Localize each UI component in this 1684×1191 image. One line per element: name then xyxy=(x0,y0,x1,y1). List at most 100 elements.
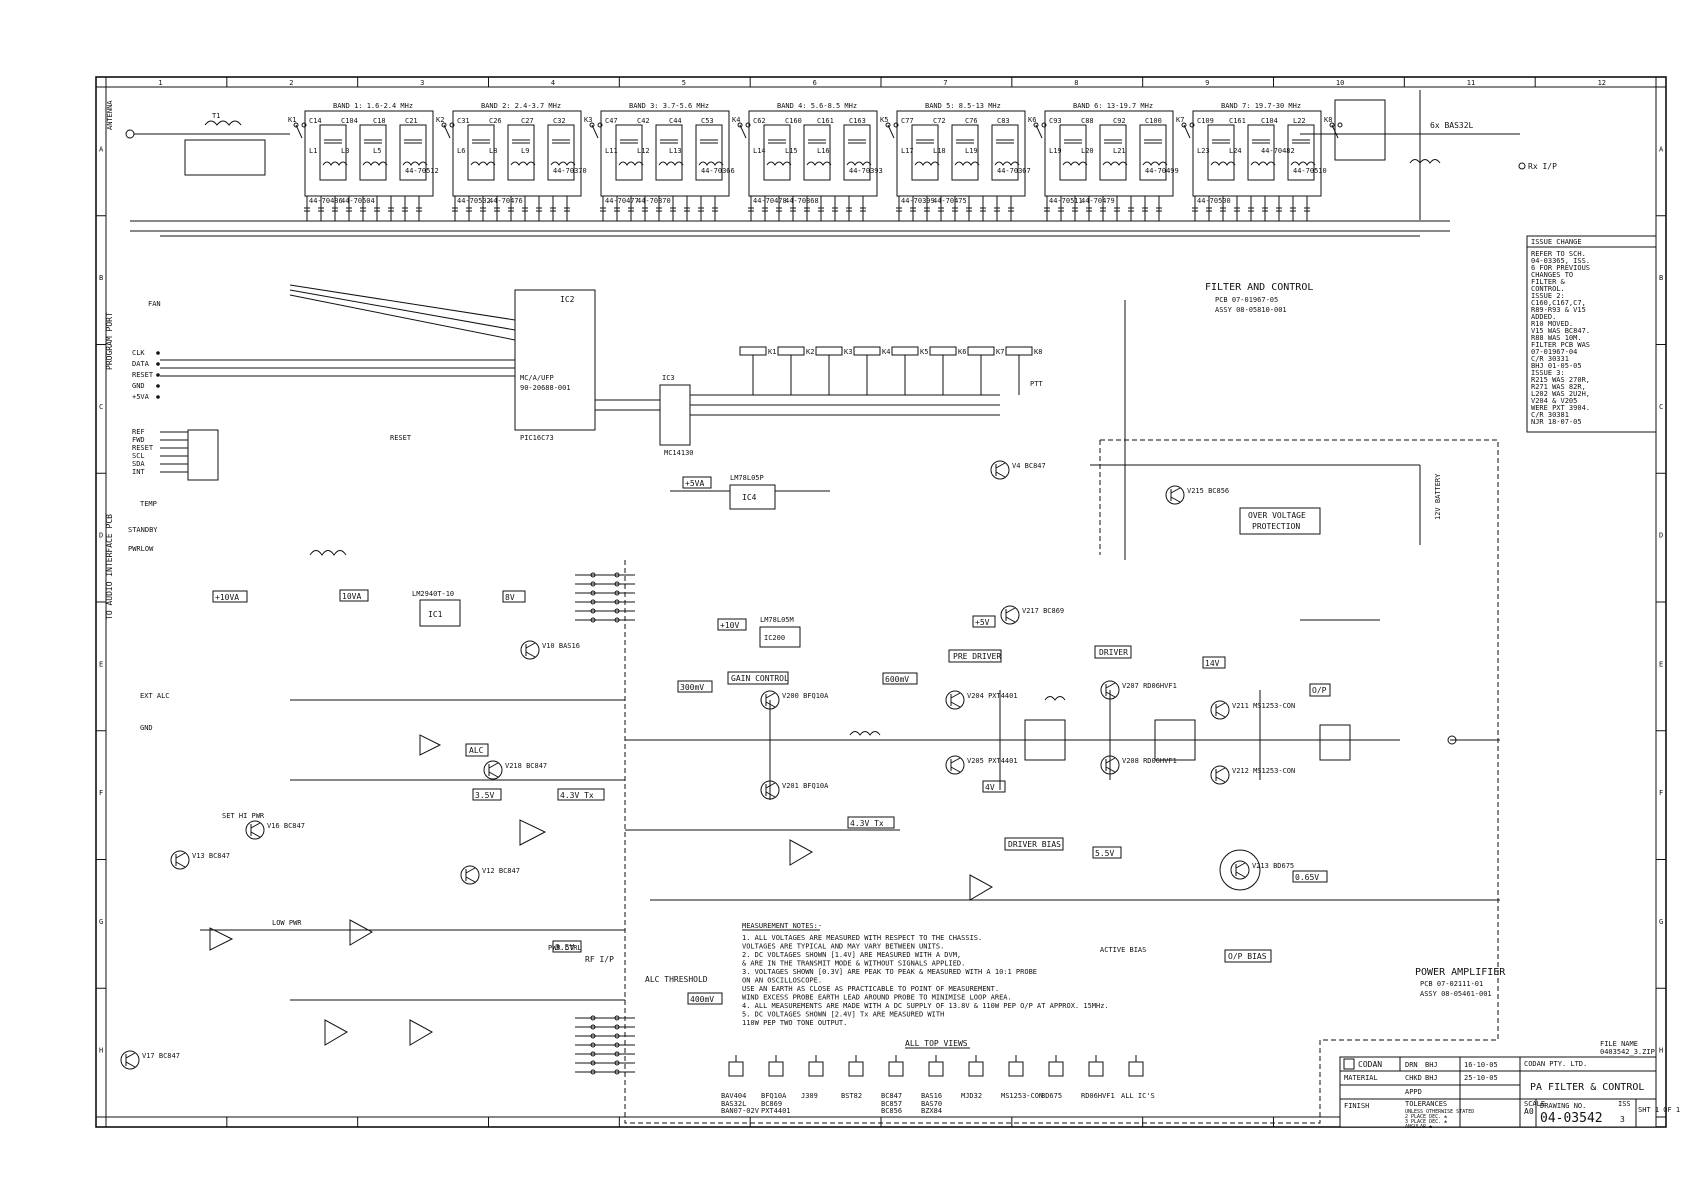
tol-line-3: ANGULAR ± xyxy=(1405,1124,1432,1130)
band-5-part-5: L18 xyxy=(933,147,946,155)
relay-K7-label: K7 xyxy=(1176,116,1184,124)
tb-iss-label: ISS xyxy=(1618,1100,1631,1108)
transistor-3: V205 PXT4401 xyxy=(945,755,1018,775)
top-view-9: RD06HVF1 xyxy=(1081,1055,1115,1100)
band-5-part-2: C76 xyxy=(965,117,978,125)
band-5-part-8: 44-70399 xyxy=(901,197,935,205)
transistor-label-5: V208 RD06HVF1 xyxy=(1122,757,1177,765)
transistor-label-14: V12 BC847 xyxy=(482,867,520,875)
issue-line-7: C160,C167,C7, xyxy=(1531,299,1586,307)
issue-line-11: V15 WAS BC847. xyxy=(1531,327,1590,335)
grid-col-5: 5 xyxy=(682,79,686,87)
relay-drive-K6: K6 xyxy=(958,348,966,356)
opamp-ic201a-icon xyxy=(969,874,994,901)
grid-row-D: D xyxy=(99,532,103,540)
ic200-label: IC200 xyxy=(764,634,785,642)
top-view-name-10: ALL IC'S xyxy=(1121,1092,1155,1100)
issue-line-15: C/R 30331 xyxy=(1531,355,1569,363)
transistor-label-1: V201 BFQ10A xyxy=(782,782,829,790)
transistor-8: V213 BD675 xyxy=(1230,860,1294,880)
voltage-12: +5VA xyxy=(685,479,704,488)
power-amplifier-boundary xyxy=(624,439,1499,1124)
issue-line-22: WERE PXT 3904. xyxy=(1531,404,1590,412)
relay-K3-label: K3 xyxy=(584,116,592,124)
top-view-sub-1-1: PXT4401 xyxy=(761,1107,791,1115)
issue-change-title: ISSUE CHANGE xyxy=(1531,238,1582,246)
transistor-4: V207 RD06HVF1 xyxy=(1100,680,1177,700)
interface-pin-4: SDA xyxy=(132,460,145,468)
band-5-part-9: 44-70475 xyxy=(933,197,967,205)
band-6-part-1: C88 xyxy=(1081,117,1094,125)
grid-col-11: 11 xyxy=(1467,79,1475,87)
standby-label: STANDBY xyxy=(128,526,158,534)
ic2-microcontroller: IC2 MC/A/UFP 90-20688-001 PIC16C73 xyxy=(289,284,660,442)
transistor-label-16: V16 BC847 xyxy=(267,822,305,830)
top-view-sub-4-0: BC857 xyxy=(881,1100,902,1108)
top-views-title: ALL TOP VIEWS xyxy=(905,1039,968,1048)
rf-ip-label: RF I/P xyxy=(585,955,614,964)
transistor-14: V12 BC847 xyxy=(460,865,520,885)
ic2-part-b: 90-20688-001 xyxy=(520,384,571,392)
transistor-label-12: V4 BC847 xyxy=(1012,462,1046,470)
band-4-part-7: 44-70393 xyxy=(849,167,883,175)
tb-chkd: CHKD xyxy=(1405,1074,1422,1082)
rx-ip-label: Rx I/P xyxy=(1528,162,1557,171)
grid-col-3: 3 xyxy=(420,79,424,87)
transistor-10: V217 BC869 xyxy=(1000,605,1064,625)
temp-label: TEMP xyxy=(140,500,157,508)
band-4-part-5: L15 xyxy=(785,147,798,155)
band-6-part-0: C93 xyxy=(1049,117,1062,125)
issue-line-0: REFER TO SCH. xyxy=(1531,250,1586,258)
issue-line-21: V204 & V205 xyxy=(1531,397,1577,405)
note-line-9: 5. DC VOLTAGES SHOWN [2.4V] Tx ARE MEASU… xyxy=(742,1011,944,1019)
top-view-name-5: BAS16 xyxy=(921,1092,942,1100)
pa-section-labels: PRE DRIVER DRIVER GAIN CONTROL DRIVER BI… xyxy=(222,645,1506,998)
tol-line-2: 3 PLACE DEC. ± xyxy=(1405,1119,1447,1125)
transistor-11: V218 BC847 xyxy=(483,760,547,780)
svg-text:IC3: IC3 xyxy=(662,374,675,382)
grid-row-E-right: E xyxy=(1659,660,1663,668)
opamp-ic7a-icon xyxy=(409,1019,434,1046)
pwrlow-label: PWRLOW xyxy=(128,545,154,553)
band-2-part-9: 44-70476 xyxy=(489,197,523,205)
band-3-part-6: L13 xyxy=(669,147,682,155)
grid-row-G-right: G xyxy=(1659,918,1663,926)
issue-line-18: R215 WAS 270R, xyxy=(1531,376,1590,384)
grid-row-C: C xyxy=(99,403,103,411)
issue-line-13: FILTER PCB WAS xyxy=(1531,341,1590,349)
measurement-notes: MEASUREMENT NOTES:- 1. ALL VOLTAGES ARE … xyxy=(742,922,1109,1027)
band-2-part-2: C27 xyxy=(521,117,534,125)
band-7-part-3: L22 xyxy=(1293,117,1306,125)
band-7-part-7: 44-70510 xyxy=(1293,167,1327,175)
set-hi-pwr-label: SET HI PWR xyxy=(222,812,265,820)
relay-drive-K5: K5 xyxy=(920,348,928,356)
band-5-label: BAND 5: 8.5-13 MHz xyxy=(925,102,1001,110)
band-4-part-3: C163 xyxy=(849,117,866,125)
voltage-14: +5V xyxy=(975,618,990,627)
voltage-16: 8V xyxy=(505,593,515,602)
over-voltage-label-1: OVER VOLTAGE xyxy=(1248,511,1306,520)
top-view-sub-5-1: BZX84 xyxy=(921,1107,942,1115)
band-5-part-7: 44-70367 xyxy=(997,167,1031,175)
band-4-label: BAND 4: 5.6-8.5 MHz xyxy=(777,102,857,110)
band-2-part-3: C32 xyxy=(553,117,566,125)
note-line-1: VOLTAGES ARE TYPICAL AND MAY VARY BETWEE… xyxy=(742,943,944,951)
transistor-5: V208 RD06HVF1 xyxy=(1100,755,1177,775)
band-1-label: BAND 1: 1.6-2.4 MHz xyxy=(333,102,413,110)
grid-row-B: B xyxy=(99,274,103,282)
tb-drawing-label: DRAWING NO. xyxy=(1540,1102,1586,1110)
grid-row-D-right: D xyxy=(1659,532,1663,540)
over-voltage-protection: OVER VOLTAGE PROTECTION 12V BATTERY xyxy=(1090,464,1442,545)
top-view-10: ALL IC'S xyxy=(1121,1055,1155,1100)
grid-col-10: 10 xyxy=(1336,79,1344,87)
band-6-part-3: C100 xyxy=(1145,117,1162,125)
voltage-11: 10VA xyxy=(342,592,361,601)
issue-line-8: R89-R93 & V15 xyxy=(1531,306,1586,314)
tb-chkd-by: BHJ xyxy=(1425,1074,1438,1082)
relay-drive-K1: K1 xyxy=(768,348,776,356)
band-7-part-8: 44-70500 xyxy=(1197,197,1231,205)
transistor-16: V16 BC847 xyxy=(245,820,305,840)
